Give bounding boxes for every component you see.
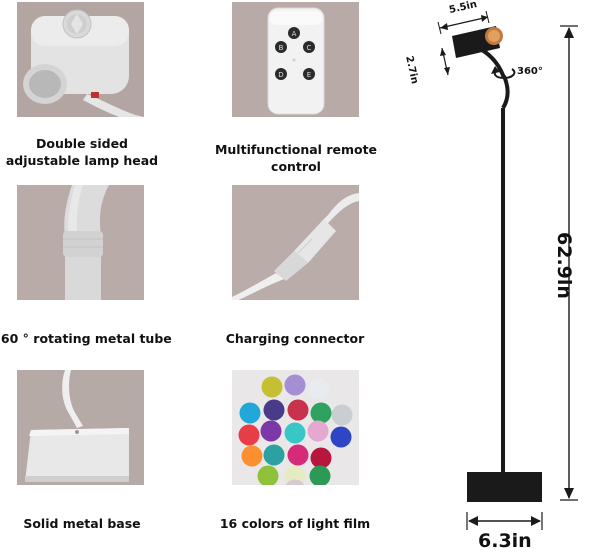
- color-film-swatch: [287, 444, 309, 466]
- metal-tube-photo: [17, 185, 144, 300]
- head-width-dimension: [437, 10, 490, 35]
- color-film-swatch: [310, 402, 332, 424]
- feature-caption-line: adjustable lamp head: [5, 153, 159, 168]
- color-film-swatch: [287, 399, 309, 421]
- color-film-swatch: [330, 426, 352, 448]
- color-film-swatch: [284, 374, 306, 396]
- color-film-swatch: [239, 402, 261, 424]
- stand-base-icon: [467, 472, 542, 502]
- color-film-swatch: [308, 378, 330, 400]
- head-height-label: 2.7in: [403, 55, 420, 85]
- feature-caption-line: Double sided: [35, 136, 129, 151]
- remote-button-label: E: [307, 71, 311, 79]
- feature-caption-line: 360 ° rotating metal tube: [0, 331, 172, 346]
- feature-caption-color-film: 16 colors of light film: [200, 515, 390, 532]
- feature-caption-line: Solid metal base: [23, 516, 141, 531]
- remote-button-label: B: [279, 44, 284, 52]
- color-film-swatch: [238, 424, 260, 446]
- color-film-swatch: [307, 420, 329, 442]
- color-film-swatch: [263, 399, 285, 421]
- color-film-swatch: [241, 445, 263, 467]
- color-film-swatch: [263, 444, 285, 466]
- lamp-head-photo: [17, 2, 144, 117]
- charging-connector-photo: [232, 185, 359, 300]
- base-width-label: 6.3in: [478, 530, 532, 552]
- remote-button-label: D: [278, 71, 283, 79]
- rotation-label: 360°: [517, 66, 543, 77]
- color-film-swatch: [284, 422, 306, 444]
- feature-caption-line: 16 colors of light film: [219, 516, 371, 531]
- feature-caption-lamp-head: Double sided adjustable lamp head: [0, 135, 164, 169]
- remote-button-label: A: [292, 30, 297, 38]
- head-height-dimension: [440, 47, 450, 76]
- feature-caption-line: Multifunctional remote control: [214, 142, 378, 174]
- color-film-swatch: [285, 479, 305, 485]
- color-film-swatch: [310, 447, 332, 469]
- total-height-label: 62.9in: [553, 232, 575, 299]
- color-film-photo: [232, 370, 359, 485]
- color-film-swatch: [260, 420, 282, 442]
- remote-control-photo: A B C D E: [232, 2, 359, 117]
- color-film-swatch: [331, 404, 353, 426]
- feature-caption-metal-base: Solid metal base: [0, 515, 164, 532]
- remote-button-icon: [275, 27, 315, 80]
- feature-caption-line: Charging connector: [225, 331, 365, 346]
- feature-caption-metal-tube: 360 ° rotating metal tube: [0, 330, 172, 347]
- color-film-swatches: [238, 374, 353, 485]
- lamp-head-icon: [452, 26, 506, 79]
- color-film-swatch: [309, 465, 331, 485]
- color-film-swatch: [261, 376, 283, 398]
- remote-button-label: C: [307, 44, 312, 52]
- feature-caption-charging-connector: Charging connector: [200, 330, 390, 347]
- metal-base-photo: [17, 370, 144, 485]
- head-width-label: 5.5in: [448, 0, 479, 17]
- feature-caption-remote-control: Multifunctional remote control: [192, 141, 400, 175]
- color-film-swatch: [257, 465, 279, 485]
- color-film-swatch: [284, 465, 306, 485]
- rotation-arrow-icon: [491, 66, 516, 80]
- base-width-dimension: [466, 512, 543, 530]
